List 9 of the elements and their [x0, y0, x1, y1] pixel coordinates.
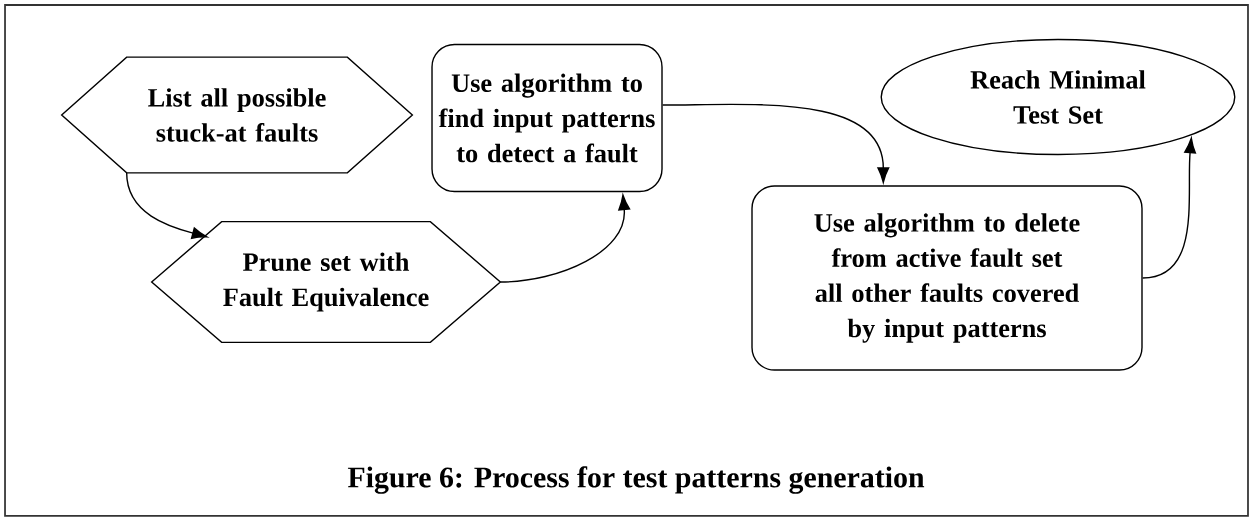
caption: Figure 6: Process for test patterns generation	[347, 466, 925, 494]
hexagon-box: Prune set with Fault Equivalence	[150, 220, 502, 344]
process-box: Use algorithm to delete from active fault set all other faults covered by input patterns	[751, 185, 1143, 371]
arrow	[1142, 137, 1197, 279]
process-box: Use algorithm to find input patterns to detect a fault	[431, 43, 663, 193]
arrow	[125, 172, 208, 239]
hexagon-box: List all possible stuck-at faults	[60, 56, 414, 174]
arrow	[662, 103, 890, 183]
arrow	[499, 194, 631, 283]
